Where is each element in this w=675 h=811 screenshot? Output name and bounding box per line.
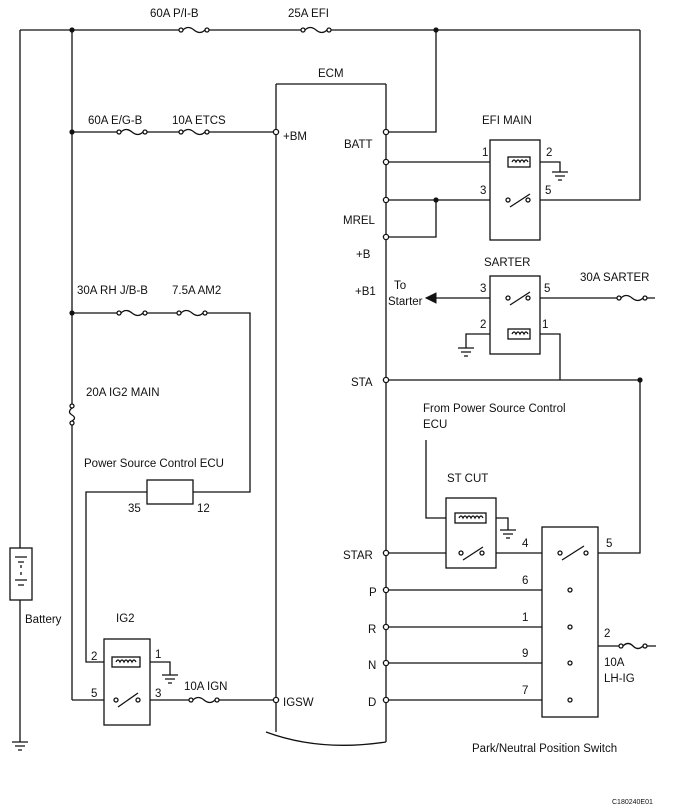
from-ecu-label-1: From Power Source Control xyxy=(423,403,566,415)
junction-dot xyxy=(69,310,75,316)
park-neutral-position-switch: 4 5 6 1 9 7 2 Park/Neutral Position Swit… xyxy=(472,526,617,755)
efi-main-pin-1: 1 xyxy=(482,147,488,159)
fuse-label-efi: 25A EFI xyxy=(288,8,329,20)
pnp-pin-4: 4 xyxy=(522,538,529,550)
ecm-pin-plus-b: +B xyxy=(356,249,371,261)
junction-dot xyxy=(433,197,439,203)
sarter-pin-1: 1 xyxy=(542,319,548,331)
fuse-label-p-ib: 60A P/I-B xyxy=(150,8,199,20)
ig2-relay: IG2 2 1 5 3 xyxy=(91,613,178,726)
st-cut-title: ST CUT xyxy=(447,473,488,485)
efi-main-relay: EFI MAIN 1 2 3 5 xyxy=(480,115,568,241)
from-ecu-label-2: ECU xyxy=(423,419,447,431)
efi-main-pin-2: 2 xyxy=(546,147,552,159)
ig2-pin-5: 5 xyxy=(91,688,97,700)
pnp-pin-1: 1 xyxy=(522,612,528,624)
fuse-rh-jb-b-icon xyxy=(116,309,148,317)
ecm-pin-batt: BATT xyxy=(344,139,373,151)
fuse-label-ign: 10A IGN xyxy=(184,681,227,693)
battery-label: Battery xyxy=(25,614,62,626)
ecm-pin-r: R xyxy=(368,624,376,636)
pnp-pin-2: 2 xyxy=(604,628,610,640)
fuse-am2-icon xyxy=(176,309,208,317)
ecm-pin-star: STAR xyxy=(343,550,373,562)
fuse-eg-b-icon xyxy=(116,128,148,136)
st-cut-relay: ST CUT From Power Source Control ECU xyxy=(423,403,566,569)
fuse-label-ig2-main: 20A IG2 MAIN xyxy=(86,387,160,399)
ecm-pin-bm: +BM xyxy=(283,131,307,143)
fuse-label-eg-b: 60A E/G-B xyxy=(88,115,143,127)
ecm-pin-sta: STA xyxy=(351,377,373,389)
ecm-pin-d: D xyxy=(368,697,376,709)
power-source-ecu-pin-12: 12 xyxy=(197,503,210,515)
to-starter-label-1: To xyxy=(394,280,406,292)
junction-dot xyxy=(69,27,75,33)
fuse-label-lh-ig-2: LH-IG xyxy=(604,673,635,685)
junction-dot xyxy=(433,27,439,33)
sarter-relay: SARTER 3 5 2 1 To Starter xyxy=(388,257,550,357)
sarter-pin-5: 5 xyxy=(544,283,550,295)
efi-main-pin-5: 5 xyxy=(545,185,551,197)
ecm-pin-igsw: IGSW xyxy=(283,697,314,709)
fuse-label-lh-ig-1: 10A xyxy=(604,657,625,669)
sarter-pin-3: 3 xyxy=(480,283,486,295)
to-starter-label-2: Starter xyxy=(388,296,423,308)
fuse-ig2-main-icon xyxy=(68,403,76,426)
pnp-pin-5: 5 xyxy=(606,538,612,550)
pnp-pin-9: 9 xyxy=(522,648,528,660)
ecm-pin-p: P xyxy=(369,587,377,599)
sarter-pin-2: 2 xyxy=(480,319,486,331)
to-starter-arrow-icon xyxy=(424,292,437,304)
ecm-pin-n: N xyxy=(368,660,376,672)
ecm-pin-mrel: MREL xyxy=(343,215,376,227)
fuse-ign-icon xyxy=(188,696,220,704)
ig2-pin-3: 3 xyxy=(155,688,161,700)
wires xyxy=(19,29,656,742)
fuse-label-rh-jb-b: 30A RH J/B-B xyxy=(77,285,148,297)
ig2-pin-1: 1 xyxy=(155,649,161,661)
ig2-title: IG2 xyxy=(116,613,135,625)
efi-main-title: EFI MAIN xyxy=(482,115,532,127)
power-source-ecu-title: Power Source Control ECU xyxy=(84,458,224,470)
fuse-efi-icon xyxy=(300,26,332,34)
efi-main-pin-3: 3 xyxy=(480,185,486,197)
power-source-control-ecu: Power Source Control ECU 35 12 xyxy=(84,458,224,515)
fuse-label-am2: 7.5A AM2 xyxy=(172,285,221,297)
ecm-title: ECM xyxy=(318,68,344,80)
junction-dot xyxy=(637,377,643,383)
fuse-sarter-icon xyxy=(616,294,648,302)
fuse-label-etcs: 10A ETCS xyxy=(172,115,226,127)
fuse-labels: 60A P/I-B 25A EFI 60A E/G-B 10A ETCS 30A… xyxy=(77,8,649,693)
fuse-p-ib-icon xyxy=(178,26,210,34)
battery: Battery xyxy=(9,547,62,751)
ecm-block: ECM +BM BATT MREL +B +B1 STA STAR P R N … xyxy=(265,68,390,746)
power-source-ecu-pin-35: 35 xyxy=(128,503,141,515)
junction-dots xyxy=(69,27,643,383)
fuse-etcs-icon xyxy=(178,128,210,136)
fuse-label-sarter: 30A SARTER xyxy=(580,272,649,284)
pnp-pin-7: 7 xyxy=(522,685,528,697)
sarter-title: SARTER xyxy=(484,257,530,269)
ecm-pin-plus-b1: +B1 xyxy=(355,286,376,298)
pnp-pin-6: 6 xyxy=(522,575,528,587)
ecm-terminals xyxy=(272,128,390,704)
figure-code: C180240E01 xyxy=(612,799,653,806)
fuse-symbols xyxy=(68,26,648,704)
pnp-title: Park/Neutral Position Switch xyxy=(472,743,617,755)
ig2-pin-2: 2 xyxy=(91,651,97,663)
fuse-lh-ig-icon xyxy=(618,642,648,650)
junction-dot xyxy=(69,129,75,135)
